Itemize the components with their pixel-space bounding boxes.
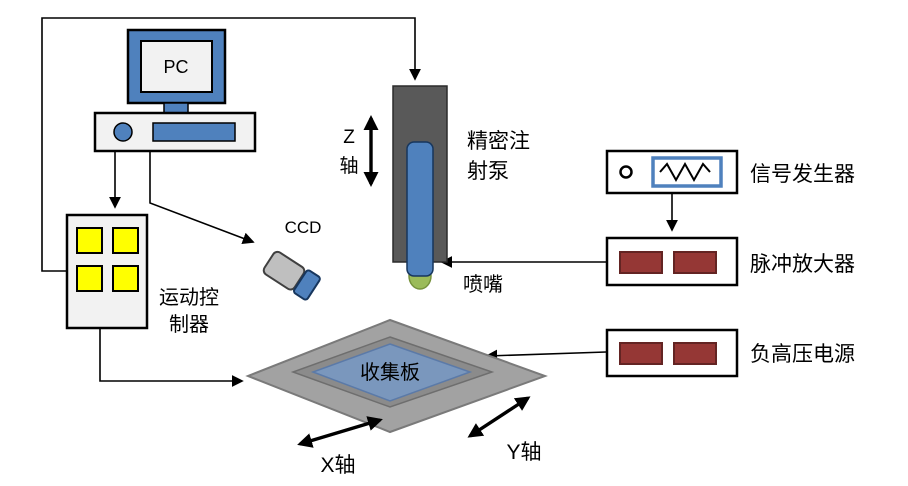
x-axis-arrow xyxy=(297,416,383,448)
y-axis-label: Y轴 xyxy=(506,441,541,464)
pc-screen xyxy=(140,40,213,93)
controller-button-1 xyxy=(76,227,103,254)
motion-controller-label-line2: 制器 xyxy=(169,313,209,336)
hv-module-1 xyxy=(619,342,663,365)
pc-drive-slot xyxy=(152,122,236,142)
wire-hv-to-collector xyxy=(485,349,607,362)
ccd-camera-lens xyxy=(293,269,321,301)
signal-generator: 信号发生器 xyxy=(605,149,855,195)
controller-button-4 xyxy=(112,265,139,292)
wire-pc-to-ccd xyxy=(149,152,255,244)
hv-power-supply: 负高压电源 xyxy=(605,328,855,378)
amplifier-module-2 xyxy=(673,251,717,274)
wire-controller-to-pump xyxy=(41,17,421,272)
x-axis-label: X轴 xyxy=(320,454,355,477)
syringe-pump: Z 轴 精密注 射泵 喷嘴 xyxy=(339,85,530,296)
hv-power-label: 负高压电源 xyxy=(750,343,855,366)
motion-controller-label-line1: 运动控 xyxy=(159,286,219,309)
pump-label-line1: 精密注 xyxy=(467,130,530,153)
collector-plate xyxy=(310,343,473,402)
waveform-icon xyxy=(659,161,711,183)
y-axis-arrow xyxy=(467,396,531,438)
pulse-amplifier: 脉冲放大器 xyxy=(605,236,855,287)
nozzle-label: 喷嘴 xyxy=(463,273,503,296)
pc-computer: PC xyxy=(93,28,257,153)
collector-plate-label: 收集板 xyxy=(360,361,420,384)
ccd-camera: CCD xyxy=(262,218,322,301)
wire-controller-to-platform xyxy=(99,329,244,387)
waveform-display xyxy=(651,156,723,188)
collector-platform: 收集板 xyxy=(245,318,548,434)
amplifier-module-1 xyxy=(619,251,663,274)
syringe-barrel xyxy=(406,141,434,277)
z-axis-label-line2: 轴 xyxy=(339,155,358,177)
pump-label-line2: 射泵 xyxy=(467,160,509,183)
motion-controller: 运动控 制器 xyxy=(65,213,219,336)
pulse-amplifier-label: 脉冲放大器 xyxy=(750,253,855,276)
controller-button-3 xyxy=(76,265,103,292)
controller-button-2 xyxy=(112,227,139,254)
z-axis-label-line1: Z xyxy=(343,127,355,148)
pc-label: PC xyxy=(163,57,188,77)
hv-module-2 xyxy=(673,342,717,365)
signal-generator-label: 信号发生器 xyxy=(750,163,855,186)
generator-knob xyxy=(619,165,633,179)
pc-monitor-stand xyxy=(163,102,189,114)
pc-power-button xyxy=(113,122,133,142)
ccd-label: CCD xyxy=(285,218,322,237)
